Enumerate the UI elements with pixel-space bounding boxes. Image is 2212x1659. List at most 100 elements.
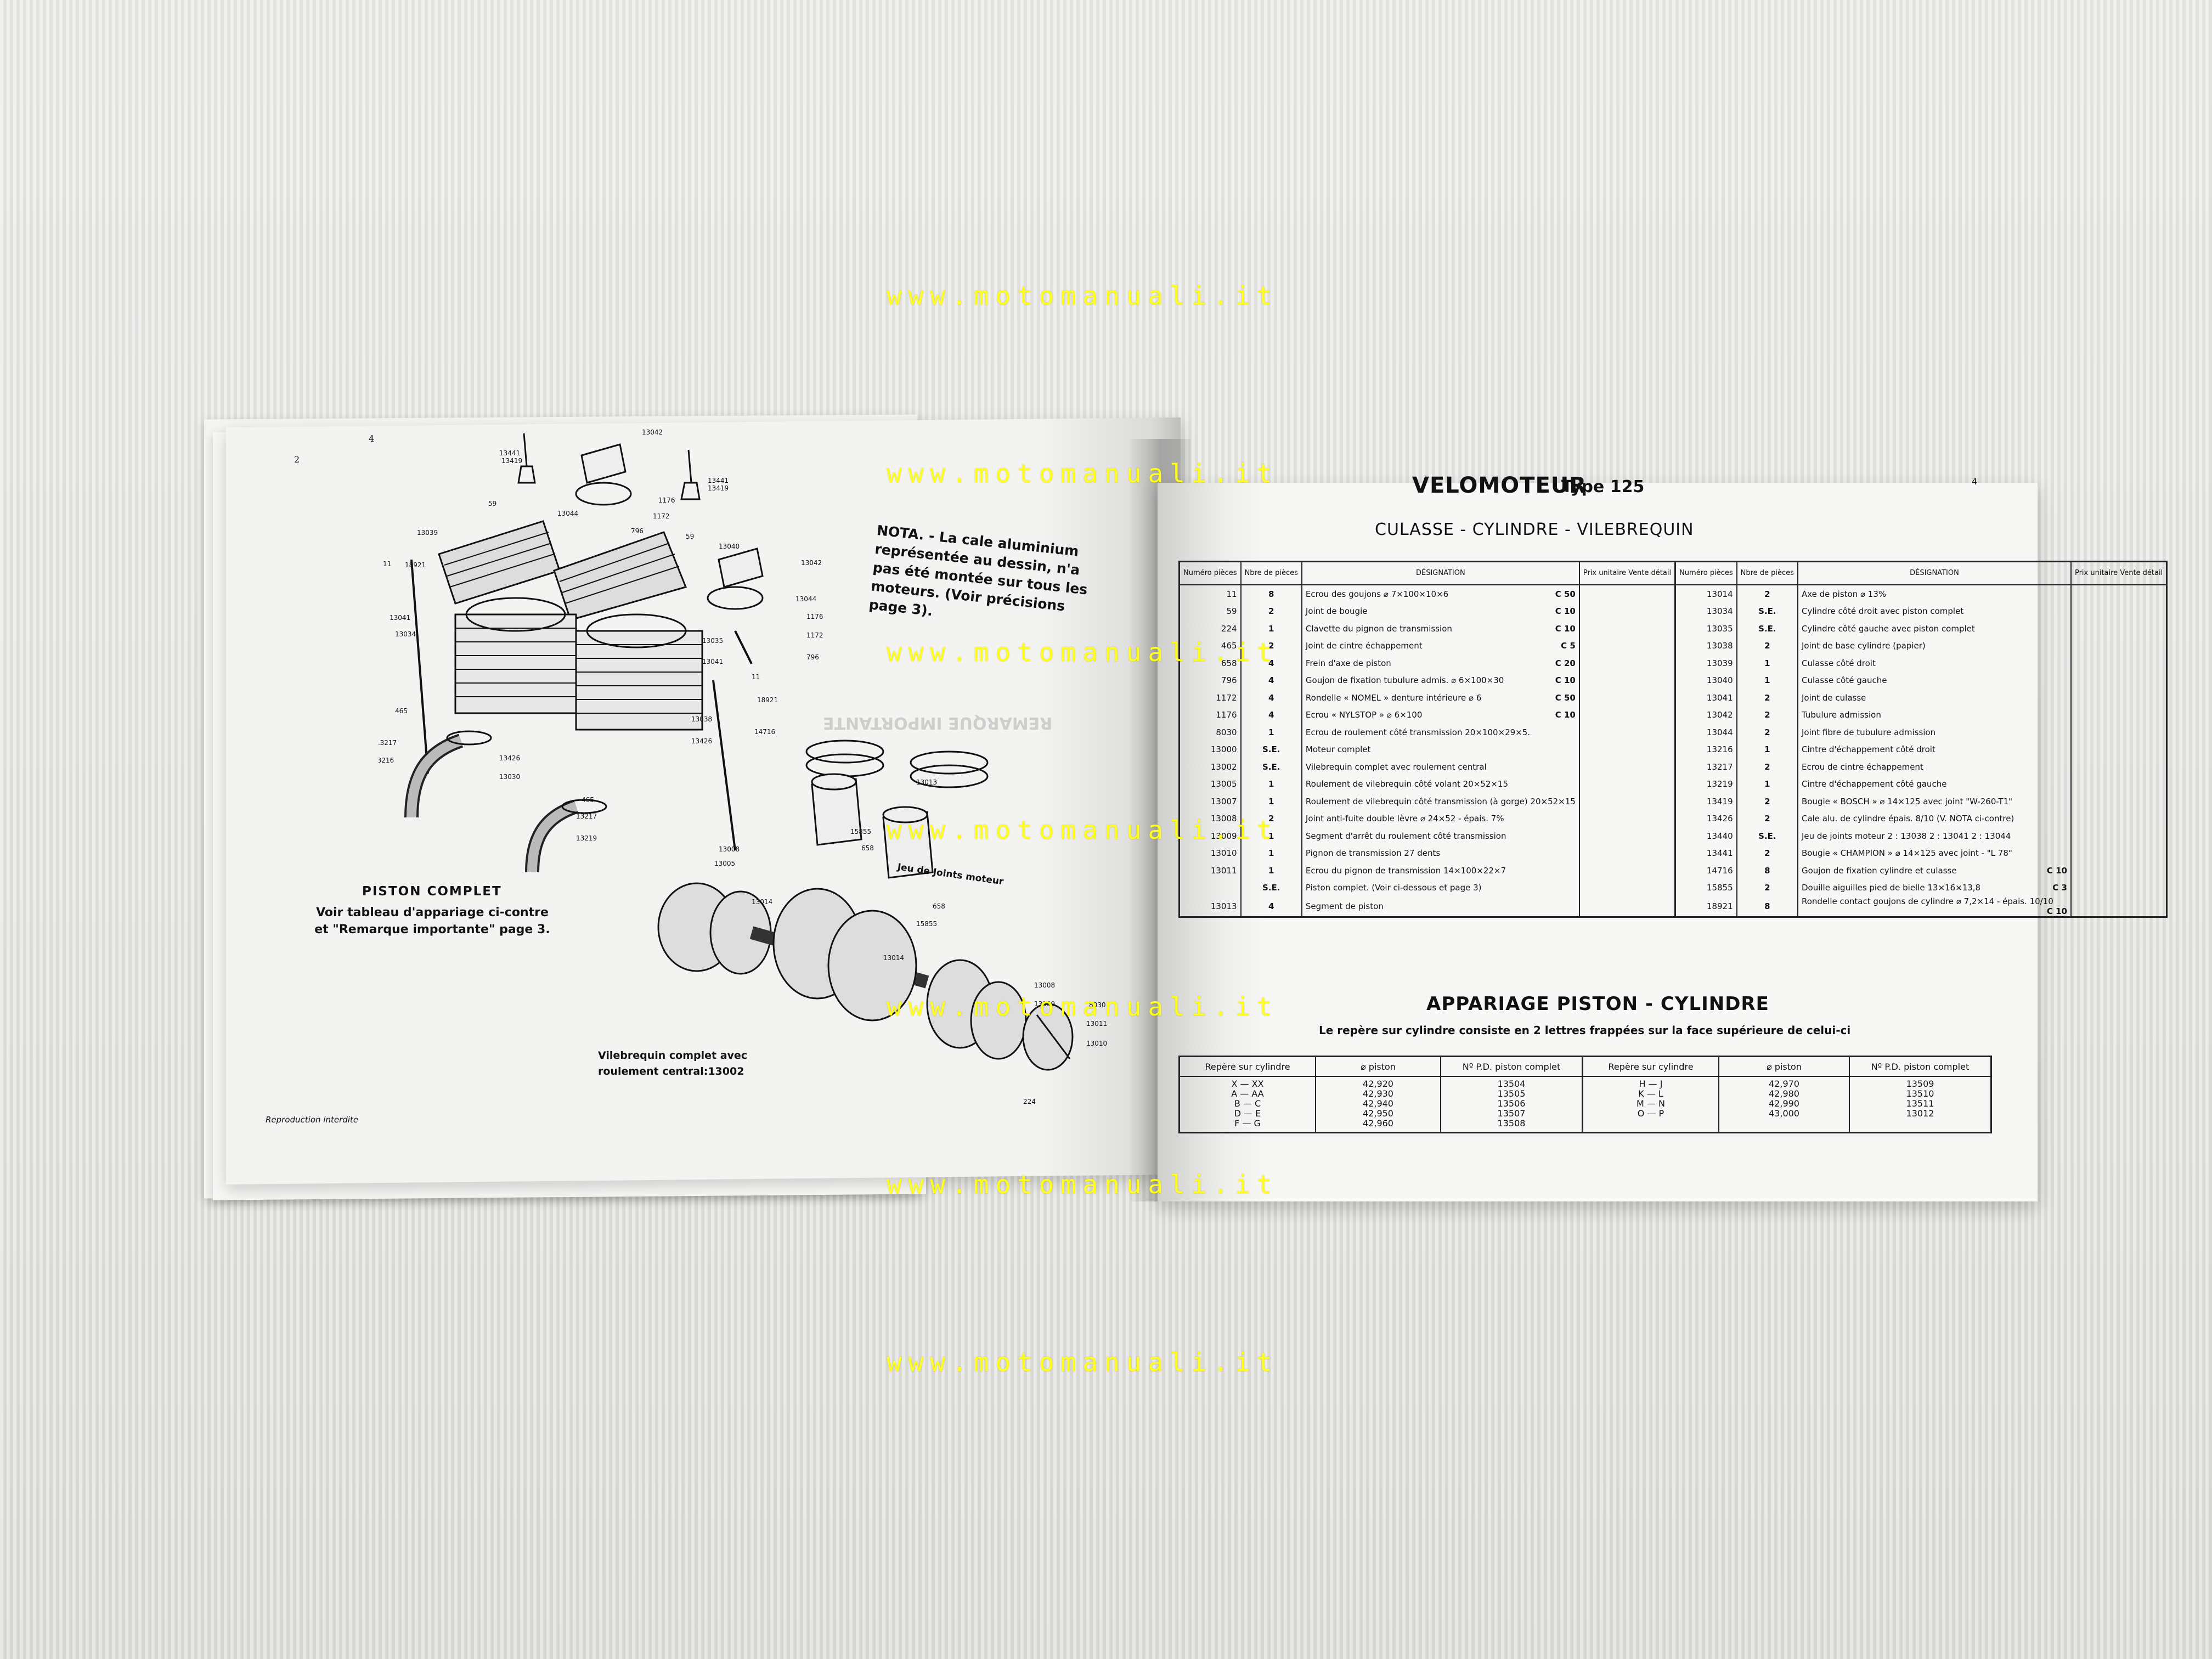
- part-price: [2070, 775, 2167, 793]
- part-quantity: 4: [1240, 689, 1302, 707]
- part-number: 13014: [1674, 585, 1737, 603]
- svg-text:13005: 13005: [714, 860, 735, 867]
- list-item: O — P: [1637, 1108, 1664, 1119]
- part-price: [2070, 862, 2167, 879]
- price-code: C 5: [1561, 641, 1576, 651]
- part-number: 13038: [1674, 637, 1737, 654]
- page-type: Type 125: [1561, 477, 1645, 496]
- part-price: [1578, 775, 1675, 793]
- part-price: [1578, 585, 1675, 603]
- part-price: [2070, 637, 2167, 654]
- part-quantity: 1: [1240, 724, 1302, 741]
- designation-text: Vilebrequin complet avec roulement centr…: [1305, 761, 1487, 772]
- designation-text: Roulement de vilebrequin côté transmissi…: [1305, 796, 1576, 806]
- part-quantity: S.E.: [1736, 827, 1798, 845]
- header-num: Numéro pièces: [1178, 561, 1241, 585]
- parts-table-header: Numéro pièces Nbre de pièces DÉSIGNATION…: [1178, 561, 2167, 585]
- designation-text: Joint anti-fuite double lèvre ⌀ 24×52 - …: [1305, 814, 1504, 824]
- designation-text: Jeu de joints moteur 2 : 13038 2 : 13041…: [1801, 831, 2011, 841]
- designation-text: Bougie « CHAMPION » ⌀ 14×125 avec joint …: [1801, 848, 2012, 859]
- page-title: VELOMOTEUR: [1412, 473, 1587, 498]
- svg-text:13426: 13426: [691, 737, 712, 745]
- part-number: 13008: [1178, 810, 1241, 827]
- part-designation: Tubulure admission: [1797, 706, 2071, 724]
- list-item: X — XX: [1231, 1079, 1264, 1089]
- watermark: www.motomanuali.it: [887, 459, 1279, 488]
- header-designation: DÉSIGNATION: [1797, 561, 2071, 585]
- list-item: 13511: [1906, 1098, 1934, 1109]
- designation-text: Douille aiguilles pied de bielle 13×16×1…: [1801, 883, 1981, 893]
- part-price: [1578, 689, 1675, 707]
- part-number: 796: [1178, 672, 1241, 689]
- list-item: 13504: [1497, 1079, 1526, 1089]
- designation-text: Segment d'arrêt du roulement côté transm…: [1305, 831, 1506, 841]
- part-designation: Ecrou de roulement côté transmission 20×…: [1301, 724, 1579, 741]
- svg-text:796: 796: [806, 653, 819, 661]
- part-number: 13040: [1674, 672, 1737, 689]
- designation-text: Ecrou « NYLSTOP » ⌀ 6×100: [1305, 710, 1423, 720]
- svg-text:18921: 18921: [405, 561, 426, 569]
- part-price: [2070, 810, 2167, 827]
- watermark: www.motomanuali.it: [887, 992, 1279, 1022]
- header-pd: Nº P.D. piston complet: [1849, 1056, 1991, 1077]
- list-item: M — N: [1637, 1098, 1665, 1109]
- part-designation: Pignon de transmission 27 dents: [1301, 844, 1579, 862]
- part-quantity: 2: [1736, 585, 1798, 603]
- designation-text: Segment de piston: [1305, 901, 1384, 911]
- appariage-title: APPARIAGE PISTON - CYLINDRE: [1426, 993, 1769, 1015]
- part-designation: Segment de piston: [1301, 896, 1579, 917]
- designation-text: Bougie « BOSCH » ⌀ 14×125 avec joint "W-…: [1801, 796, 2013, 806]
- part-quantity: 1: [1736, 775, 1798, 793]
- part-number: 13002: [1178, 758, 1241, 776]
- part-price: [2070, 672, 2167, 689]
- part-quantity: 1: [1240, 827, 1302, 845]
- designation-text: Culasse côté droit: [1801, 658, 1876, 668]
- watermark: www.motomanuali.it: [887, 815, 1279, 845]
- svg-text:465: 465: [395, 707, 408, 715]
- part-price: [1578, 879, 1675, 896]
- faint-bleedthrough-title: REMARQUE IMPORTANTE: [823, 713, 1053, 732]
- svg-text:13426: 13426: [499, 754, 520, 762]
- back-page-number: 2: [294, 454, 300, 465]
- part-number: 18921: [1674, 896, 1737, 917]
- header-repere: Repère sur cylindre: [1582, 1056, 1719, 1077]
- svg-text:13011: 13011: [1086, 1020, 1107, 1028]
- part-quantity: 4: [1240, 654, 1302, 672]
- svg-text:13219: 13219: [576, 834, 597, 842]
- part-quantity: 1: [1736, 741, 1798, 758]
- header-price: Prix unitaire Vente détail: [2070, 561, 2167, 585]
- cylinder-head-right: [438, 520, 561, 605]
- header-designation: DÉSIGNATION: [1301, 561, 1579, 585]
- part-number: 13441: [1674, 844, 1737, 862]
- part-number: 13010: [1178, 844, 1241, 862]
- part-number: 13440: [1674, 827, 1737, 845]
- part-number: 13044: [1674, 724, 1737, 741]
- price-code: C 10: [2046, 865, 2067, 876]
- part-quantity: 2: [1240, 637, 1302, 654]
- svg-text:13039: 13039: [417, 529, 438, 537]
- part-quantity: 4: [1240, 896, 1302, 917]
- part-designation: Roulement de vilebrequin côté volant 20×…: [1301, 775, 1579, 793]
- part-number: 13219: [1674, 775, 1737, 793]
- part-number: [1178, 879, 1241, 896]
- svg-text:13014: 13014: [752, 898, 772, 906]
- svg-text:1172: 1172: [653, 512, 670, 520]
- vilebrequin-caption: Vilebrequin complet avec roulement centr…: [598, 1049, 748, 1077]
- designation-text: Cintre d'échappement côté gauche: [1801, 779, 1947, 789]
- svg-text:13217: 13217: [576, 812, 597, 820]
- part-number: 465: [1178, 637, 1241, 654]
- svg-text:13419: 13419: [708, 484, 729, 492]
- table-row: S.E.Piston complet. (Voir ci-dessous et …: [1178, 879, 2167, 896]
- designation-text: Frein d'axe de piston: [1305, 658, 1391, 668]
- designation-text: Pignon de transmission 27 dents: [1305, 848, 1441, 859]
